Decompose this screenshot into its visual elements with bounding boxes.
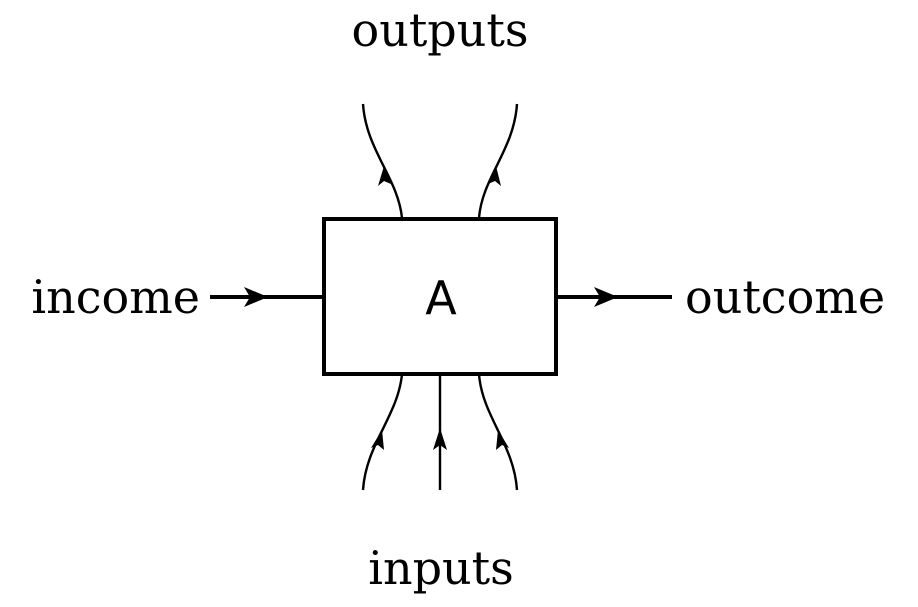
input-arrowhead-center <box>433 428 447 450</box>
income-label: income <box>31 270 200 324</box>
process-box-label: A <box>425 271 457 325</box>
output-arrowhead-right <box>488 166 501 186</box>
income-arrowhead <box>244 287 268 307</box>
input-arrowhead-left <box>371 430 384 450</box>
output-curve-left <box>361 103 404 219</box>
outcome-arrowhead <box>594 287 618 307</box>
outputs-label: outputs <box>352 3 529 57</box>
outcome-label: outcome <box>685 270 885 324</box>
input-arrowhead-right <box>496 430 509 450</box>
output-curve-right <box>477 103 519 219</box>
inputs-label: inputs <box>368 541 514 595</box>
output-arrowhead-left <box>378 166 391 186</box>
input-curve-left <box>361 373 404 491</box>
